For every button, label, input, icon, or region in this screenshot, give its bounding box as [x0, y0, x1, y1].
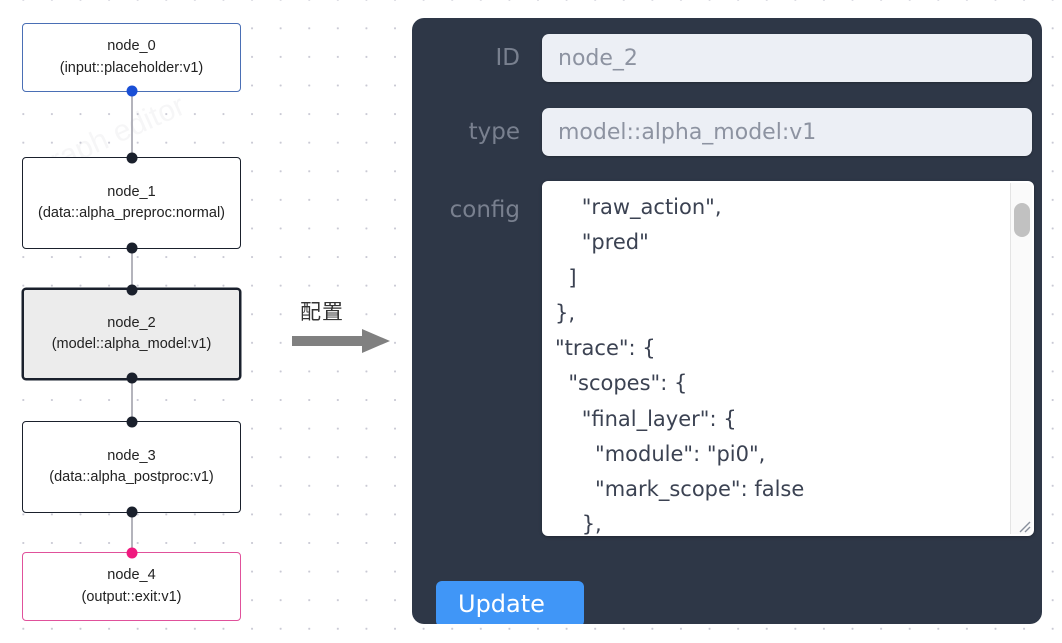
field-row-id: ID	[432, 34, 1032, 82]
field-label-id: ID	[495, 45, 521, 71]
node-port-output[interactable]	[126, 506, 137, 518]
edge-node2-node3	[131, 380, 133, 421]
node-port-output[interactable]	[126, 372, 137, 384]
edge-node3-node4	[131, 513, 133, 552]
edge-node1-node2	[131, 249, 133, 288]
node-subtitle: (data::alpha_postproc:v1)	[49, 469, 214, 485]
node-subtitle: (output::exit:v1)	[81, 588, 182, 605]
annotation-arrow-group: 配置	[292, 296, 396, 358]
node-title: node_0	[107, 38, 156, 55]
field-row-config: config "raw_action", "pred" ] }, "trace"…	[432, 181, 1034, 536]
graph-node-node_4[interactable]: node_4 (output::exit:v1)	[22, 547, 241, 621]
node-title: node_3	[107, 447, 156, 464]
node-port-input[interactable]	[126, 284, 137, 296]
node-port-input[interactable]	[126, 416, 137, 428]
node-config-panel: ID type config "raw_action", "pred" ] },…	[412, 18, 1042, 624]
field-label-config: config	[449, 197, 520, 223]
update-button[interactable]: Update	[436, 581, 584, 624]
node-subtitle: (data::alpha_preproc:normal)	[38, 205, 225, 221]
node-subtitle: (model::alpha_model:v1)	[51, 336, 212, 352]
node-port-input[interactable]	[126, 152, 137, 164]
config-textarea[interactable]: "raw_action", "pred" ] }, "trace": { "sc…	[542, 181, 1034, 536]
node-port-output[interactable]	[126, 242, 137, 254]
config-scrollbar[interactable]	[1010, 183, 1032, 534]
node-title: node_1	[107, 183, 156, 200]
graph-node-node_1[interactable]: node_1 (data::alpha_preproc:normal)	[22, 152, 241, 254]
config-scrollbar-thumb[interactable]	[1014, 203, 1030, 237]
node-port-output[interactable]	[126, 85, 137, 97]
type-input[interactable]	[542, 108, 1032, 156]
right-arrow-icon	[292, 329, 390, 353]
field-label-type: type	[468, 119, 520, 145]
graph-node-node_3[interactable]: node_3 (data::alpha_postproc:v1)	[22, 416, 241, 518]
resize-grip-icon[interactable]	[1015, 517, 1031, 533]
node-port-input[interactable]	[126, 547, 137, 559]
graph-node-node_2[interactable]: node_2 (model::alpha_model:v1)	[22, 284, 241, 384]
field-row-type: type	[432, 108, 1032, 156]
id-input[interactable]	[542, 34, 1032, 82]
graph-canvas[interactable]: node_0 (input::placeholder:v1) node_1 (d…	[0, 0, 400, 643]
annotation-label: 配置	[300, 300, 344, 324]
graph-node-node_0[interactable]: node_0 (input::placeholder:v1)	[22, 23, 241, 97]
node-title: node_4	[107, 567, 156, 584]
node-subtitle: (input::placeholder:v1)	[59, 59, 204, 76]
node-title: node_2	[107, 314, 156, 331]
edge-node0-node1	[131, 92, 133, 157]
config-textarea-wrapper: "raw_action", "pred" ] }, "trace": { "sc…	[542, 181, 1034, 536]
